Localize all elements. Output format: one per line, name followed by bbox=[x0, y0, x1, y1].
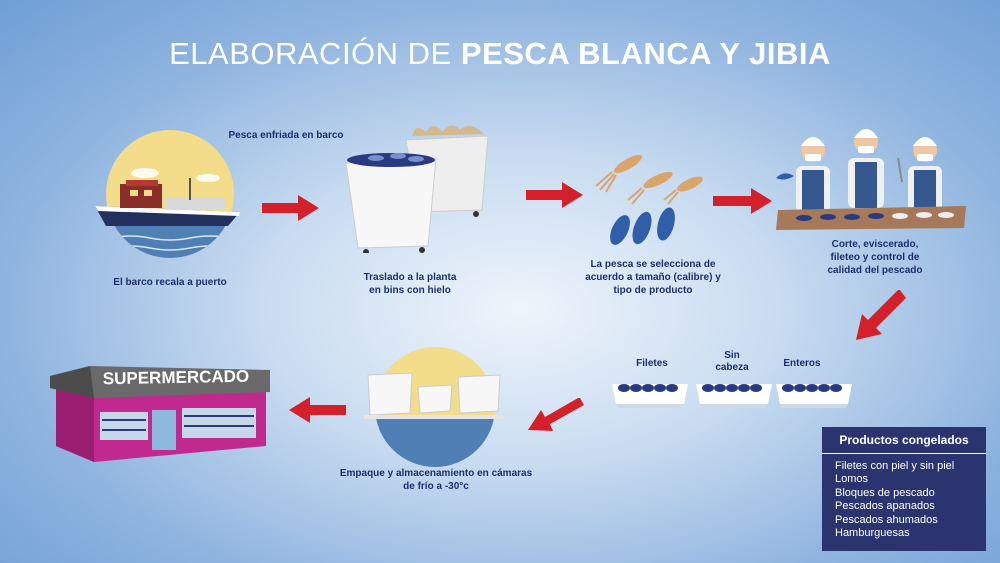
list-item: Pescados apanados bbox=[835, 500, 935, 513]
pack-caption-line2: de frío a -30°c bbox=[403, 481, 469, 492]
supermarket-sign: SUPERMERCADO bbox=[102, 366, 250, 389]
list-item: Bloques de pescado bbox=[835, 486, 935, 499]
arrow-down-left-icon bbox=[856, 290, 906, 340]
arrow-right-icon bbox=[262, 195, 319, 221]
supermarket-illustration bbox=[50, 366, 270, 462]
workers-illustration bbox=[776, 129, 966, 230]
select-caption-line2: acuerdo a tamaño (calibre) y bbox=[585, 272, 721, 283]
chilled-caption: Pesca enfriada en barco bbox=[228, 130, 344, 141]
frozen-products-panel: Productos congelados Filetes con piel y … bbox=[822, 427, 986, 551]
arrow-left-icon bbox=[289, 397, 346, 423]
arrow-down-left-icon bbox=[528, 398, 584, 431]
list-item: Lomos bbox=[835, 473, 869, 486]
transfer-caption-line1: Traslado a la planta bbox=[363, 272, 457, 283]
panel-heading: Productos congelados bbox=[822, 427, 986, 454]
page-title: ELABORACIÓN DE PESCA BLANCA Y JIBIA bbox=[0, 36, 1000, 72]
title-bold: PESCA BLANCA Y JIBIA bbox=[460, 36, 831, 71]
squid-fish-illustration bbox=[595, 154, 703, 245]
ice-bins-illustration bbox=[345, 125, 489, 253]
list-item: Pescados ahumados bbox=[835, 513, 938, 526]
list-item: Hamburguesas bbox=[835, 527, 910, 540]
process-caption-line1: Corte, eviscerado, bbox=[831, 239, 919, 250]
pack-caption-line1: Empaque y almacenamiento en cámaras bbox=[339, 468, 533, 479]
tray-label-enteros: Enteros bbox=[783, 358, 821, 369]
transfer-caption-line2: en bins con hielo bbox=[369, 285, 451, 296]
frozen-products-list: Filetes con piel y sin piel Lomos Bloque… bbox=[822, 460, 986, 540]
arrow-right-icon bbox=[713, 188, 772, 214]
tray-label-sin: Sin bbox=[724, 350, 740, 361]
cold-storage-illustration bbox=[364, 347, 504, 467]
process-caption-line2: fileteo y control de bbox=[830, 252, 920, 263]
select-caption-line3: tipo de producto bbox=[613, 285, 693, 296]
product-trays-illustration bbox=[612, 384, 852, 408]
title-light: ELABORACIÓN DE bbox=[169, 36, 452, 71]
tray-label-filetes: Filetes bbox=[636, 358, 668, 369]
arrow-right-icon bbox=[526, 182, 583, 208]
select-caption-line1: La pesca se selecciona de bbox=[590, 259, 716, 270]
tray-label-cabeza: cabeza bbox=[715, 362, 749, 373]
process-caption-line3: calidad del pescado bbox=[827, 265, 923, 276]
boat-caption: El barco recala a puerto bbox=[113, 277, 227, 288]
list-item: Filetes con piel y sin piel bbox=[835, 460, 955, 472]
boat-illustration bbox=[95, 130, 240, 258]
